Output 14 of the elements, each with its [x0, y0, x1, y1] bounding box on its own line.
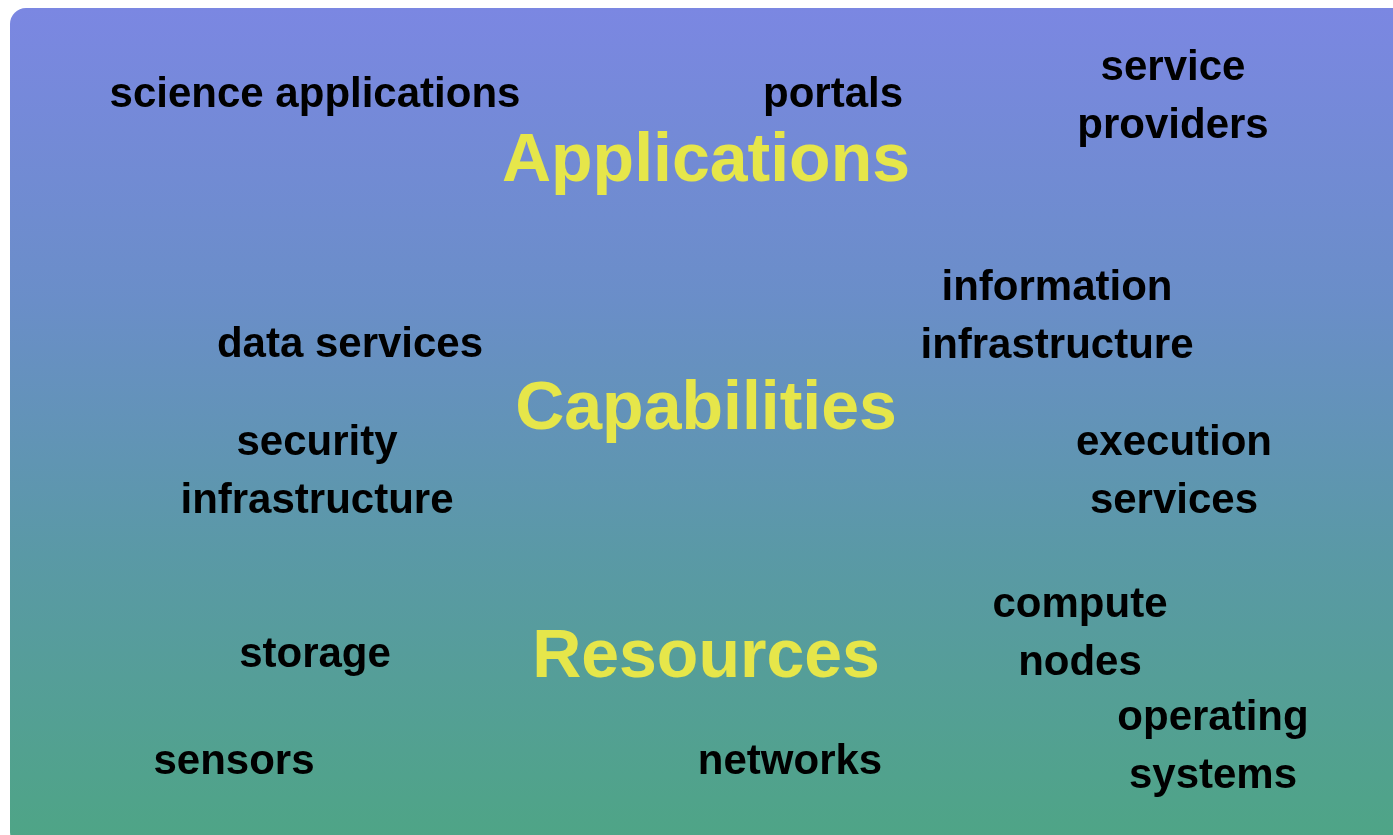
item-label: operating systems — [1116, 691, 1310, 799]
item-label: information infrastructure — [919, 261, 1195, 369]
layer-heading: Capabilities — [515, 367, 897, 443]
item-label: data services — [216, 318, 484, 368]
item-label: service providers — [1076, 41, 1270, 149]
item-label: sensors — [153, 735, 315, 785]
layer-heading: Applications — [502, 119, 910, 195]
item-label: storage — [239, 628, 391, 678]
item-label: execution services — [1074, 416, 1274, 524]
layer-heading: Resources — [532, 615, 880, 691]
item-label: networks — [697, 735, 883, 785]
item-label: science applications — [109, 68, 521, 118]
item-label: portals — [763, 68, 903, 118]
item-label: security infrastructure — [179, 416, 455, 524]
